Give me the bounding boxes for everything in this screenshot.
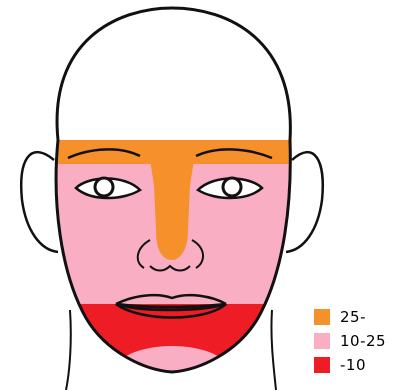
legend-label-mid: 10-25: [340, 332, 386, 350]
left-ear: [21, 152, 58, 252]
legend: 25- 10-25 -10: [314, 306, 386, 378]
legend-item-high: 25-: [314, 306, 386, 328]
legend-swatch-high: [314, 309, 330, 325]
neck-left-line: [66, 310, 71, 390]
legend-label-low: -10: [340, 356, 366, 374]
legend-swatch-mid: [314, 333, 330, 349]
legend-swatch-low: [314, 357, 330, 373]
legend-label-high: 25-: [340, 308, 366, 326]
legend-item-low: -10: [314, 354, 386, 376]
neck-right-line: [271, 310, 276, 390]
legend-item-mid: 10-25: [314, 330, 386, 352]
